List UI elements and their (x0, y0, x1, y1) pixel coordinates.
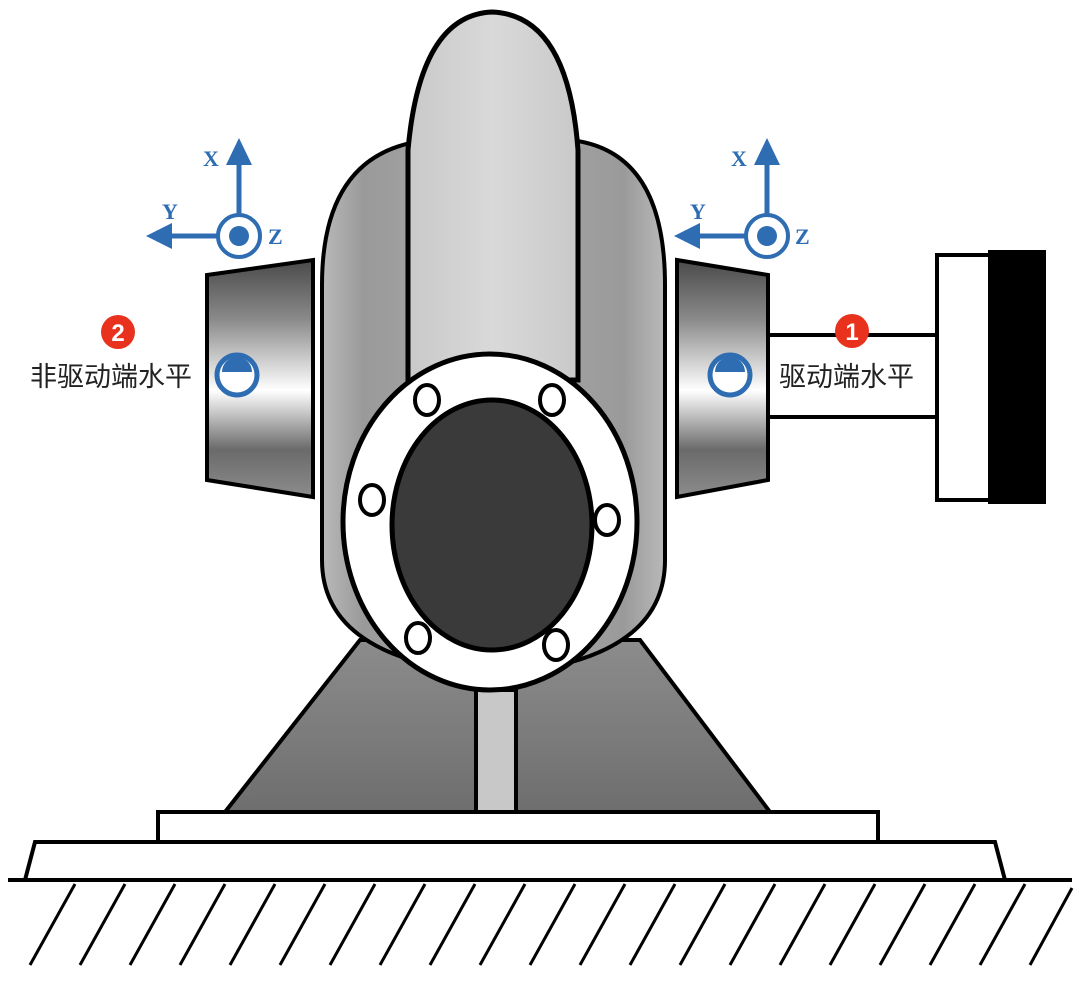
bolt-hole-icon (538, 383, 566, 417)
upper-fin (405, 9, 581, 383)
number-badge-icon (101, 315, 135, 349)
bolt-hole-icon (404, 621, 432, 655)
axis-x-label: X (731, 146, 747, 171)
axis-y-label: Y (690, 199, 706, 224)
coupling (935, 250, 1046, 504)
measurement-point-2: 2 非驱动端水平 (30, 315, 192, 393)
ground-hatching (28, 883, 1074, 966)
point-1-label: 驱动端水平 (779, 362, 914, 393)
sensor-icon (214, 352, 260, 398)
ground (8, 878, 1074, 966)
pedestal-post (474, 688, 518, 814)
coordinate-axes-icon: X Y Z (146, 138, 283, 259)
bolt-holes (358, 383, 621, 662)
non-drive-end-bearing (205, 257, 315, 500)
bolt-hole-icon (542, 628, 570, 662)
point-1-number: 1 (845, 319, 858, 346)
number-badge-icon (835, 314, 869, 348)
point-2-number: 2 (111, 320, 124, 347)
lower-base-plate (22, 840, 1008, 882)
bolt-hole-icon (593, 503, 621, 537)
coordinate-axes-icon: X Y Z (674, 138, 810, 259)
bolt-hole-icon (358, 483, 386, 517)
upper-base-plate (156, 810, 880, 844)
rotor-hub (389, 397, 595, 653)
axis-z-label: Z (795, 224, 810, 249)
axis-y-label: Y (162, 199, 178, 224)
axis-z-label: Z (268, 224, 283, 249)
point-2-label: 非驱动端水平 (30, 362, 192, 393)
sensor-icon (707, 352, 753, 398)
bolt-hole-icon (413, 383, 441, 417)
measurement-point-1: 1 驱动端水平 (779, 314, 914, 393)
axis-x-label: X (203, 146, 219, 171)
